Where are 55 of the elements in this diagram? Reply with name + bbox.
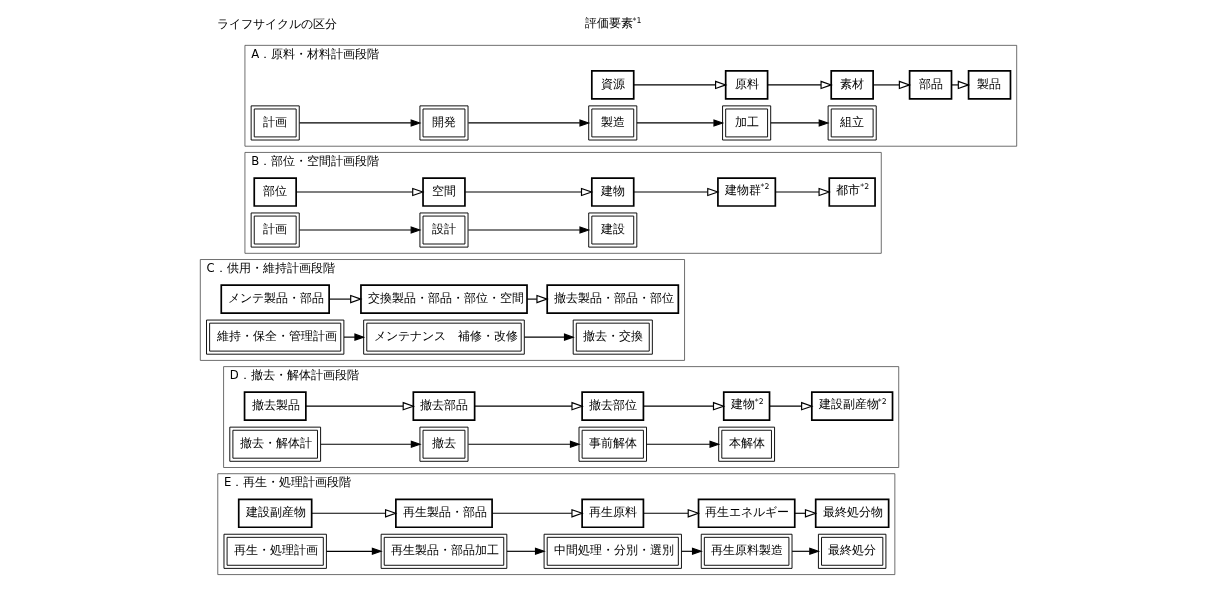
node-box: 製品	[967, 70, 1012, 100]
node-box: 撤去部位	[581, 391, 645, 421]
arrow	[299, 226, 422, 234]
node-box: 撤去部品	[412, 391, 476, 421]
node-box: 建物$^{*2}$	[722, 391, 771, 421]
node-box: 最終処分物	[814, 498, 890, 529]
label: 評価要素$^{*1}$	[585, 15, 642, 31]
arrow	[474, 401, 584, 411]
node-box: 原料	[724, 70, 769, 100]
arrow	[320, 440, 422, 449]
arrow	[299, 119, 422, 127]
arrow	[633, 187, 720, 197]
arrow	[305, 401, 416, 411]
arrow	[343, 333, 366, 341]
arrow	[951, 80, 971, 90]
arrow	[523, 333, 575, 341]
arrow	[770, 119, 830, 127]
arrow	[643, 508, 701, 518]
node-box: 建設副産物	[237, 498, 313, 529]
node-box: 交換製品・部品・部位・空間	[360, 284, 528, 314]
arrow	[767, 80, 833, 90]
arrow	[467, 119, 591, 127]
node-box: 撤去製品	[243, 391, 307, 421]
arrow	[872, 80, 912, 90]
node-box: 撤去製品・部品・部位	[546, 284, 680, 314]
node-box: 再生原料	[581, 498, 645, 529]
node-box: 都市$^{*2}$	[828, 177, 876, 207]
node-box: 再生エネルギー	[697, 498, 796, 529]
node-box: 資源	[590, 70, 635, 100]
arrow	[526, 294, 549, 304]
arrow	[464, 187, 594, 197]
node-box: 建設副産物$^{*2}$	[810, 391, 894, 421]
arrow	[636, 119, 725, 127]
arrow	[506, 547, 546, 556]
arrow	[328, 294, 363, 304]
arrow	[774, 187, 831, 197]
arrow	[467, 226, 591, 234]
node-box: メンテ製品・部品	[220, 284, 330, 314]
label: ライフサイクルの区分	[216, 16, 337, 31]
node-box: 部品	[908, 70, 953, 100]
arrow	[769, 401, 814, 411]
arrow	[646, 440, 721, 449]
arrow	[491, 508, 584, 518]
node-box: 再生製品・部品	[395, 498, 493, 529]
node-box: 空間	[422, 177, 466, 207]
arrow	[633, 80, 728, 90]
arrow	[311, 508, 398, 518]
arrow	[467, 440, 581, 449]
node-box: 建物群$^{*2}$	[717, 177, 777, 207]
arrow	[295, 187, 425, 197]
node-box: 素材	[830, 70, 874, 100]
node-box: 建物	[590, 177, 635, 207]
arrow	[326, 547, 383, 556]
arrow	[643, 401, 726, 411]
node-box: 部位	[253, 177, 297, 207]
